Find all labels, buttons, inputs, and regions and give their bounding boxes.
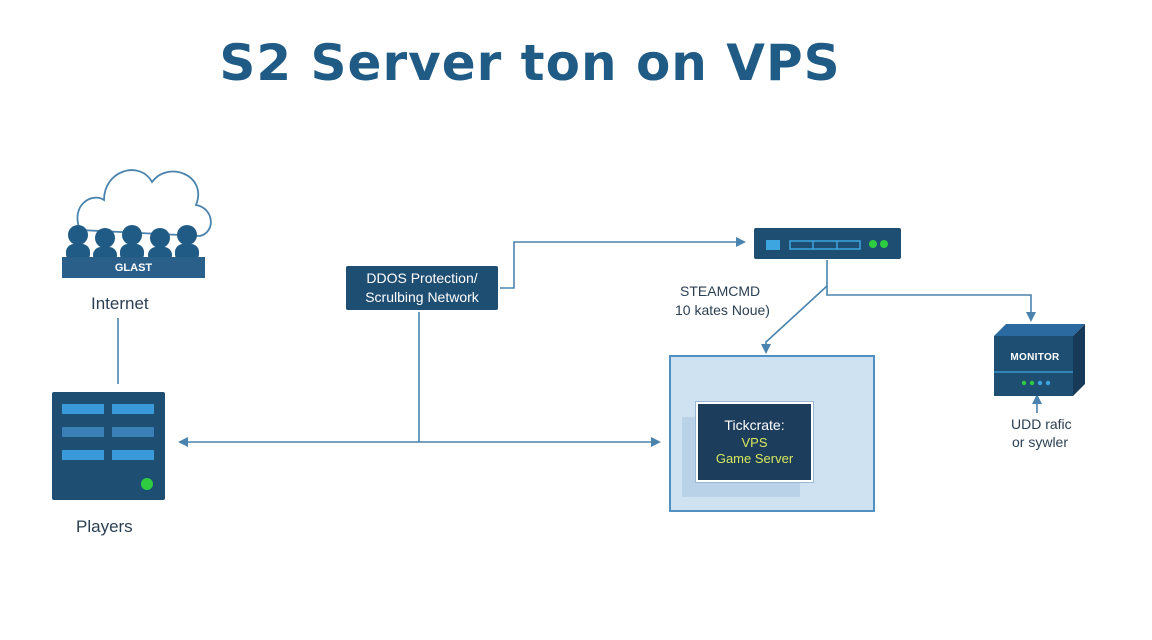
connectors	[117, 237, 1042, 447]
page-title: S2 Server ton on VPS	[219, 34, 841, 92]
cloud-icon	[76, 169, 212, 237]
monitor-label: MONITOR	[1010, 352, 1060, 363]
monitor-caption-2: or sywler	[1012, 434, 1069, 450]
switch-to-monitor-line	[826, 286, 1036, 322]
vps-game-server-label: Game Server	[715, 451, 794, 466]
internet-label: Internet	[91, 294, 149, 313]
steamcmd-sublabel: 10 kates Noue)	[675, 302, 770, 318]
players-label: Players	[76, 517, 133, 536]
ddos-line2: Scrulbing Network	[365, 289, 479, 305]
monitor-box-icon	[994, 324, 1085, 396]
network-switch-icon	[754, 228, 901, 259]
steamcmd-label: STEAMCMD	[680, 283, 761, 299]
switch-to-vps-line	[761, 260, 828, 354]
vps-tickrate-label: Tickcrate:	[724, 417, 785, 433]
vps-game-server-card: Tickcrate: VPS Game Server	[696, 402, 813, 482]
server-rack-icon	[52, 392, 165, 500]
vps-label: VPS	[741, 435, 768, 450]
ddos-line1: DDOS Protection/	[366, 270, 478, 286]
ddos-to-switch-line	[500, 237, 746, 289]
internet-badge-text: GLAST	[114, 262, 153, 274]
monitor-caption-1: UDD rafic	[1011, 416, 1072, 432]
ddos-protection-box: DDOS Protection/ Scrulbing Network	[346, 266, 498, 310]
internet-badge	[62, 257, 205, 278]
